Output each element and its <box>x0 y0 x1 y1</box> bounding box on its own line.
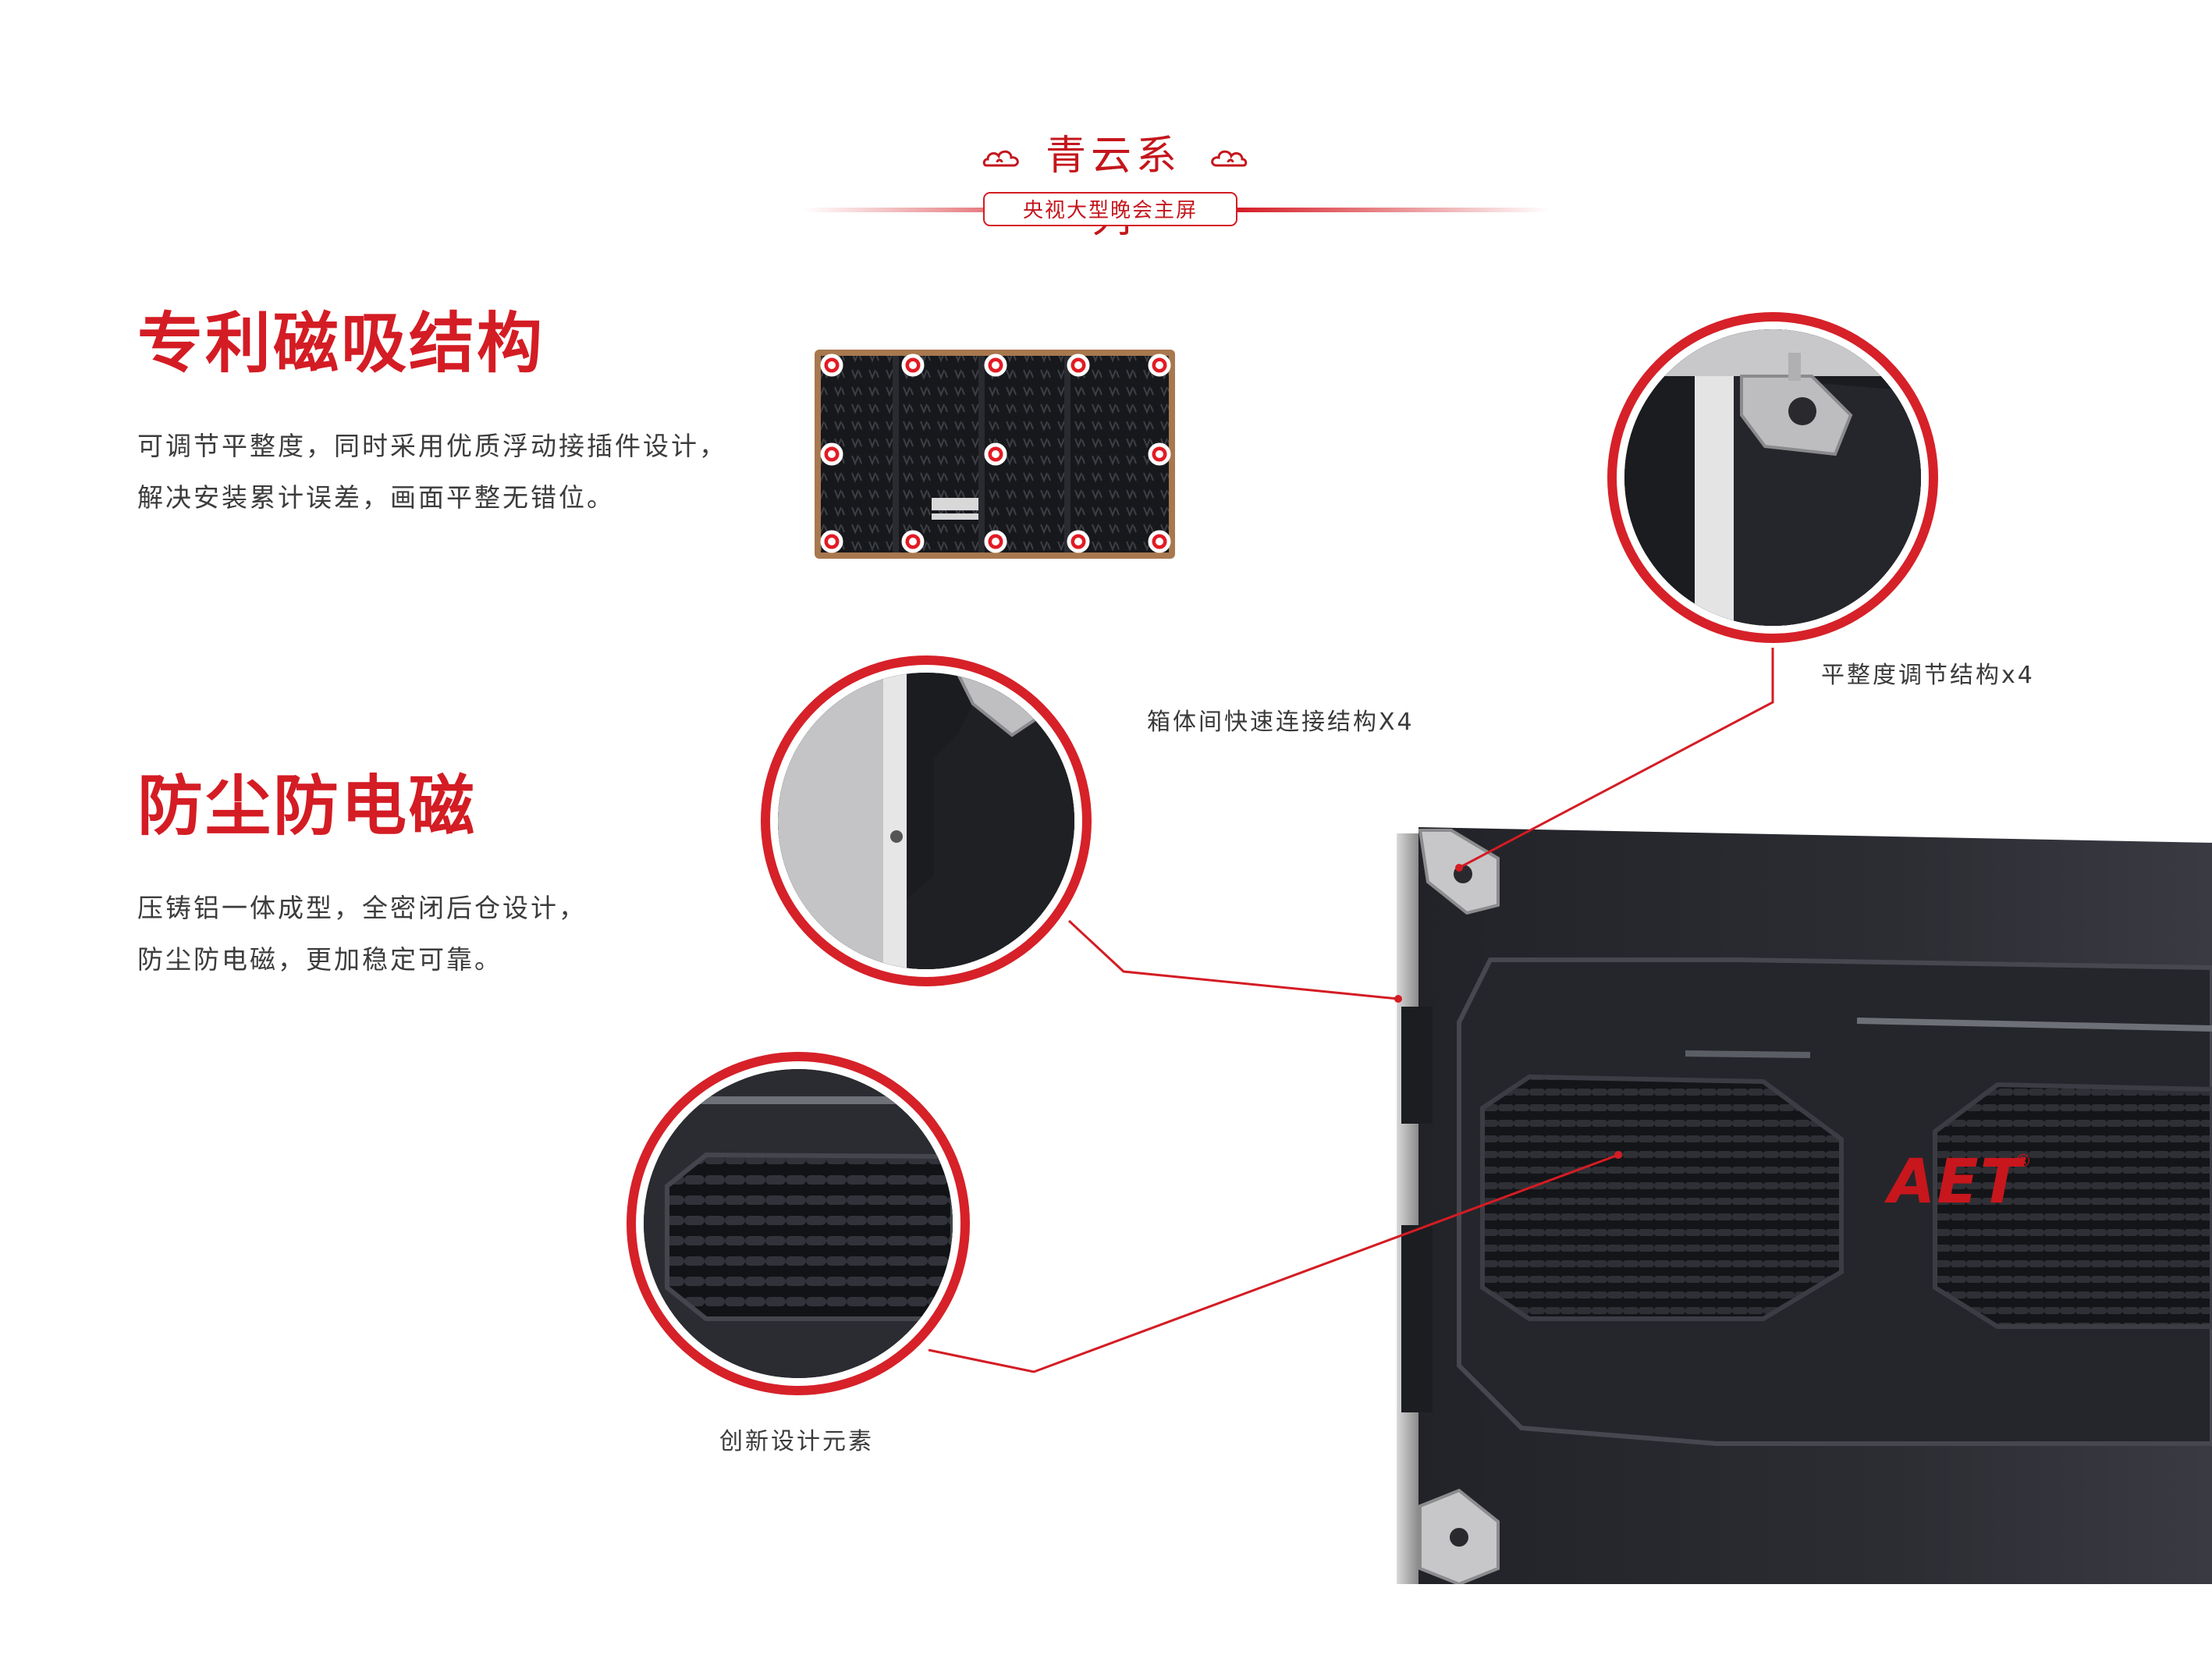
registered-mark-icon: ® <box>2015 1152 2032 1171</box>
header-line-right <box>1237 208 1549 212</box>
led-module-pcb-image <box>815 350 1175 559</box>
cloud-icon <box>982 150 1019 167</box>
dustproof-heading: 防尘防电磁 <box>137 768 478 844</box>
magnetic-structure-line1: 可调节平整度，同时采用优质浮动接插件设计， <box>137 431 727 461</box>
led-cabinet-image <box>1397 827 2212 1584</box>
cloud-icon <box>1211 150 1248 167</box>
magnetic-structure-line2: 解决安装累计误差，画面平整无错位。 <box>137 482 615 513</box>
design-element-callout-label: 创新设计元素 <box>719 1428 874 1455</box>
series-title: 青云系列 <box>1045 133 1181 242</box>
design-element-callout-ring <box>627 1052 970 1395</box>
flatness-callout-ring <box>1607 312 1938 643</box>
dustproof-line2: 防尘防电磁，更加稳定可靠。 <box>137 944 502 975</box>
dustproof-line1: 压铸铝一体成型，全密闭后仓设计， <box>137 893 587 923</box>
flatness-callout-label: 平整度调节结构x4 <box>1821 662 2035 689</box>
subtitle-badge: 央视大型晚会主屏 <box>983 192 1237 226</box>
header-line-left <box>804 208 1116 212</box>
brand-logo: AET <box>1888 1147 2023 1217</box>
quick-connect-callout-label: 箱体间快速连接结构X4 <box>1147 709 1415 736</box>
magnetic-structure-heading: 专利磁吸结构 <box>137 305 545 382</box>
quick-connect-callout-ring <box>761 655 1092 986</box>
